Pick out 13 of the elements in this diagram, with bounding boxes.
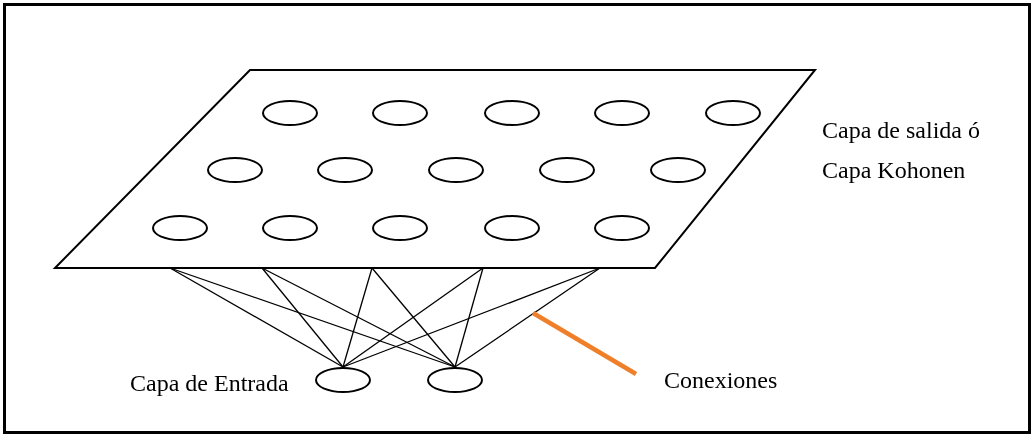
neuron-circle — [315, 367, 371, 393]
connection-line — [454, 267, 601, 368]
layer-label: Capa de salida ó Capa Kohonen — [822, 116, 981, 185]
layer-label: Capa de Entrada — [130, 369, 289, 398]
connection-line — [261, 267, 344, 368]
leader-line — [531, 311, 638, 376]
connection-line — [342, 267, 484, 368]
connection-line — [454, 267, 484, 368]
connection-line — [169, 267, 344, 368]
connection-line — [371, 267, 456, 368]
neuron-circle — [427, 367, 483, 393]
connection-line — [342, 267, 373, 368]
callout-label: Conexiones — [664, 367, 778, 393]
